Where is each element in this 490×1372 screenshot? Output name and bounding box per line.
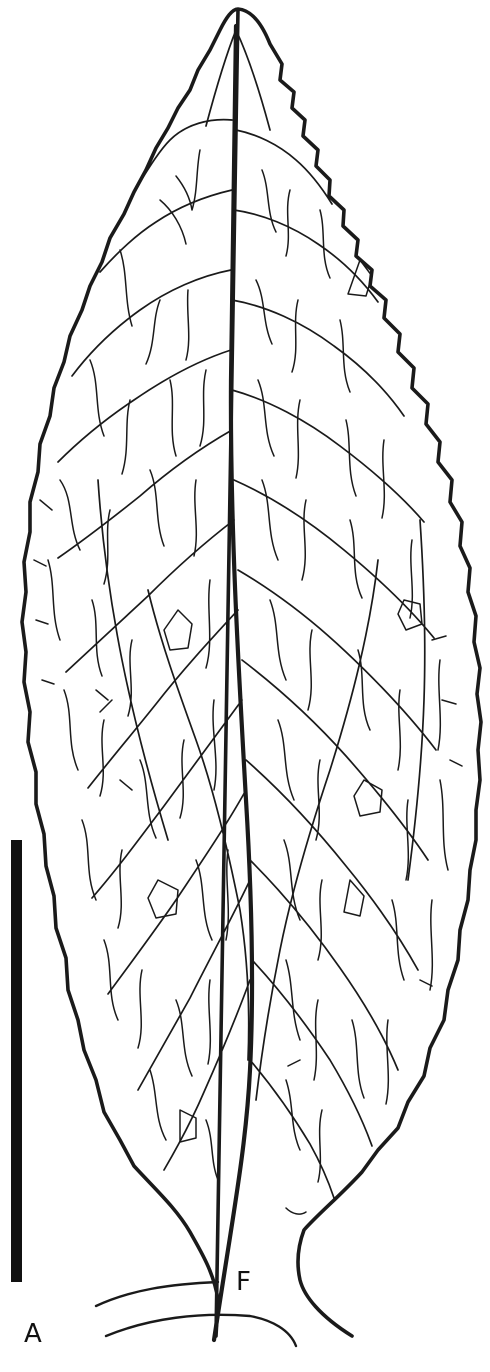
panel-label: A [24, 1319, 42, 1349]
secondary-veins-right [232, 130, 436, 1198]
tertiary-veins-right [256, 170, 462, 1214]
scale-bar [11, 840, 22, 1282]
stem-base-lower [106, 1315, 296, 1346]
leaf-outline [22, 9, 481, 1336]
tertiary-veins-left [34, 150, 228, 1180]
stem-base-left [96, 1282, 218, 1306]
structure-label: F [236, 1267, 251, 1297]
